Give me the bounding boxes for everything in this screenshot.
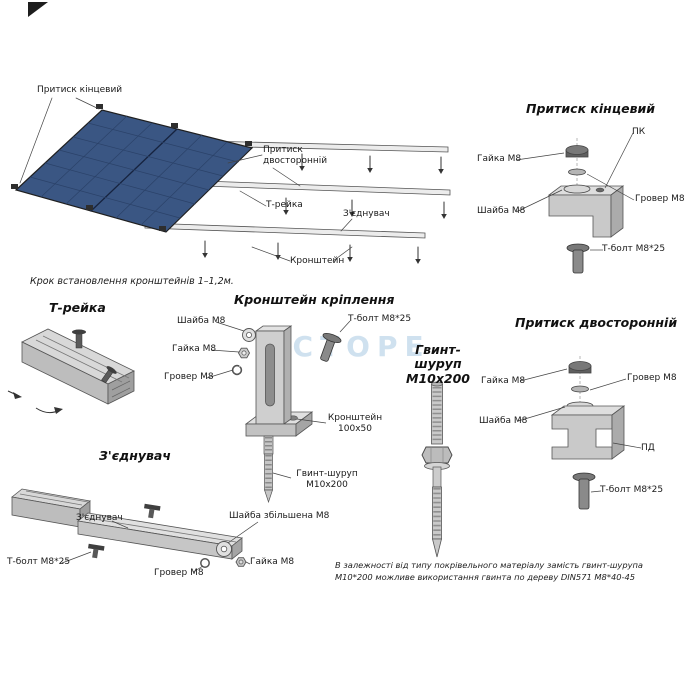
bracket-screw-label: Гвинт-шуруп М10х200: [296, 469, 358, 490]
connector-drawing: [11, 488, 259, 573]
footnote: В залежності від типу покрівельного мате…: [335, 560, 644, 582]
assembly-t-rail-label: Т-рейка: [266, 200, 303, 210]
bracket-drawing: [206, 320, 351, 504]
watermark: РСТОРЕ: [265, 330, 431, 363]
double-clamp-pd-label: ПД: [641, 443, 655, 453]
end-clamp-pk-label: ПК: [632, 127, 646, 137]
end-clamp-washer-label: Шайба М8: [477, 206, 526, 216]
end-clamp-title: Притиск кінцевий: [526, 101, 655, 116]
bracket-washer-label: Шайба М8: [177, 316, 226, 326]
hanger-bolt-title: Гвинт-шуруп М10х200: [406, 342, 470, 386]
bracket-tbolt-label: Т-болт М8*25: [348, 314, 412, 324]
t-rail-title: Т-рейка: [49, 300, 106, 315]
end-clamp-grover-label: Гровер М8: [635, 194, 685, 204]
mount-arrows: [202, 153, 447, 264]
bracket-nut-label: Гайка М8: [172, 344, 217, 354]
assembly-step-note: Крок встановлення кронштейнів 1–1,2м.: [30, 276, 234, 287]
corner-triangle: [28, 2, 48, 17]
connector-title: З'єднувач: [99, 448, 171, 463]
double-clamp-title: Притиск двосторонній: [515, 315, 678, 330]
hanger-bolt-drawing: [421, 381, 453, 558]
clamp-marks: [11, 104, 252, 231]
solar-panels: [14, 109, 254, 233]
assembly-drawing: [11, 97, 451, 264]
bracket-size-label: Кронштейн 100х50: [327, 413, 383, 434]
t-rail-drawing: [7, 328, 135, 414]
connector-part-label: З'єднувач: [76, 513, 123, 523]
assembly-leaders: [19, 97, 353, 262]
assembly-double-clamp-label: Притиск двосторонній: [263, 145, 328, 166]
double-clamp-drawing: [517, 356, 642, 510]
end-clamp-tbolt-label: Т-болт М8*25: [602, 244, 666, 254]
connector-washer-big-label: Шайба збільшена М8: [229, 511, 330, 521]
connector-tbolt-label: Т-болт М8*25: [7, 557, 71, 567]
bracket-title: Кронштейн кріплення: [234, 292, 395, 307]
connector-grover-label: Гровер М8: [154, 568, 204, 578]
double-clamp-grover-label: Гровер М8: [627, 373, 677, 383]
double-clamp-tbolt-label: Т-болт М8*25: [600, 485, 664, 495]
end-clamp-nut-label: Гайка М8: [477, 154, 522, 164]
end-clamp-drawing: [515, 132, 635, 274]
assembly-bracket-label: Кронштейн: [290, 256, 345, 266]
bracket-grover-label: Гровер М8: [164, 372, 214, 382]
double-clamp-washer-label: Шайба М8: [479, 416, 528, 426]
assembly-end-clamp-label: Притиск кінцевий: [37, 85, 123, 95]
connector-nut-label: Гайка М8: [250, 557, 295, 567]
assembly-connector-label: З'єднувач: [343, 209, 390, 219]
double-clamp-nut-label: Гайка М8: [481, 376, 526, 386]
